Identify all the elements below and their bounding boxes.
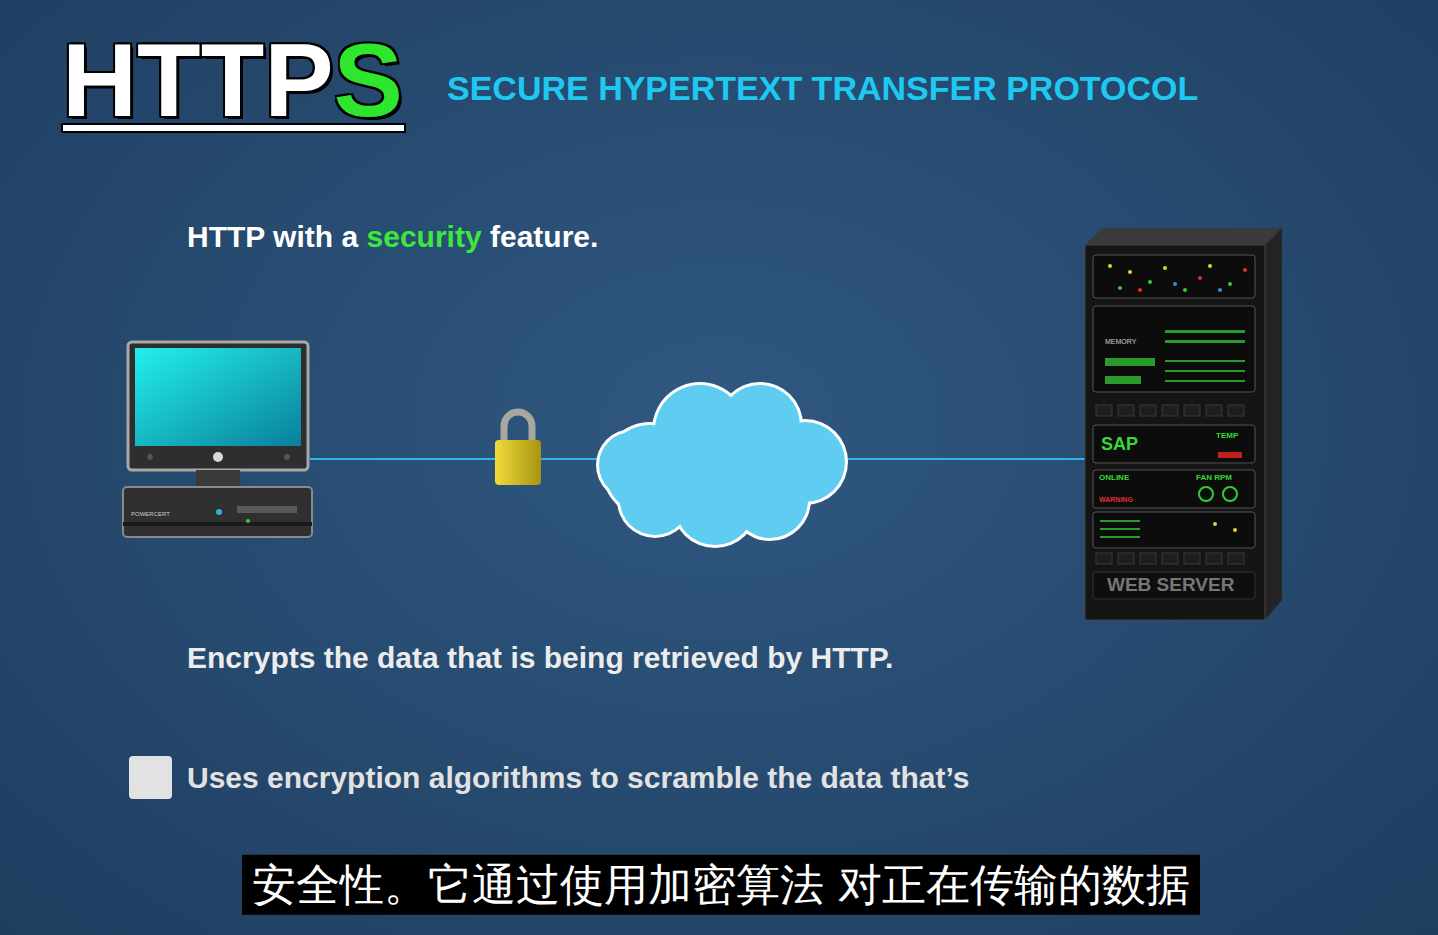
heading-line: HTTP with a securityfeature. [187,220,598,253]
subtitle: SECURE HYPERTEXT TRANSFER PROTOCOL [447,70,1198,107]
heading-text: HTTP with a [187,220,358,253]
server-name: WEB SERVER [1107,575,1234,596]
computer-icon [123,342,312,537]
cloud-icon [596,382,848,548]
body-text: Encrypts the data that is being retrieve… [187,641,893,674]
bullet-text: Uses encryption algorithms to scramble t… [187,761,969,794]
padlock-icon [495,412,541,485]
panel-label: WARNING [1099,496,1133,504]
panel-label: SAP [1101,435,1138,455]
web-server-icon [1085,228,1282,620]
checkbox-icon [129,756,172,799]
highlight-word: security [367,220,482,253]
title-word: HTTP [62,23,334,137]
panel-label: FAN RPM [1196,474,1232,483]
subtitle-caption: 安全性。它通过使用加密算法 对正在传输的数据 [242,855,1200,915]
heading-text: feature. [490,220,598,253]
brand-label: POWERCERT [131,511,170,518]
panel-label: ONLINE [1099,474,1129,483]
panel-label: MEMORY [1105,338,1136,346]
title-letter: S [334,23,403,137]
panel-label: TEMP [1216,432,1238,441]
